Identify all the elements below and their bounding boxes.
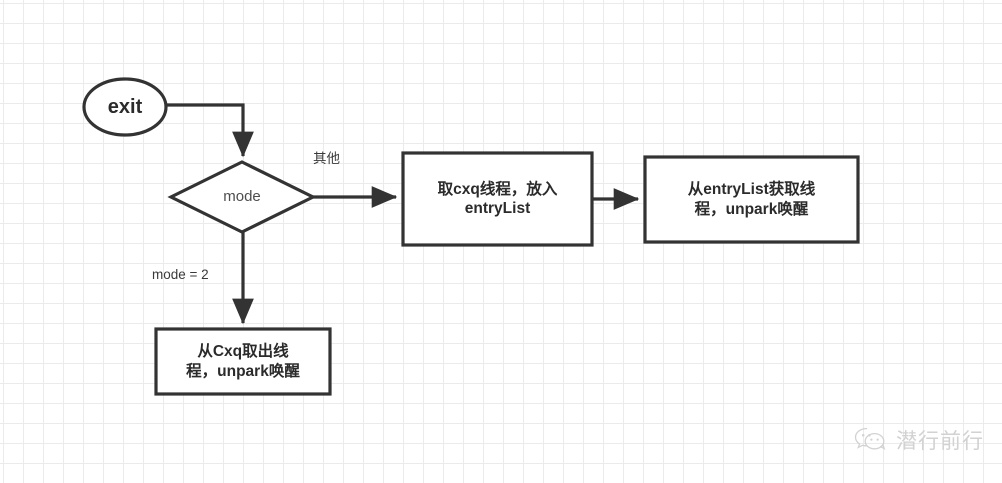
edge-label-mode-eq-2: mode = 2 xyxy=(152,267,209,282)
node-from-cxq-shape[interactable] xyxy=(154,327,332,396)
watermark: 潜行前行 xyxy=(854,425,984,455)
node-take-cxq-shape[interactable] xyxy=(401,151,594,247)
edge-exit-to-mode xyxy=(166,103,254,158)
wechat-icon xyxy=(854,427,888,453)
node-exit-shape[interactable] xyxy=(82,77,168,137)
node-mode-shape[interactable] xyxy=(167,160,317,234)
watermark-text: 潜行前行 xyxy=(896,430,984,453)
node-from-entrylist-shape[interactable] xyxy=(643,155,860,244)
edge-label-other: 其他 xyxy=(313,151,340,166)
